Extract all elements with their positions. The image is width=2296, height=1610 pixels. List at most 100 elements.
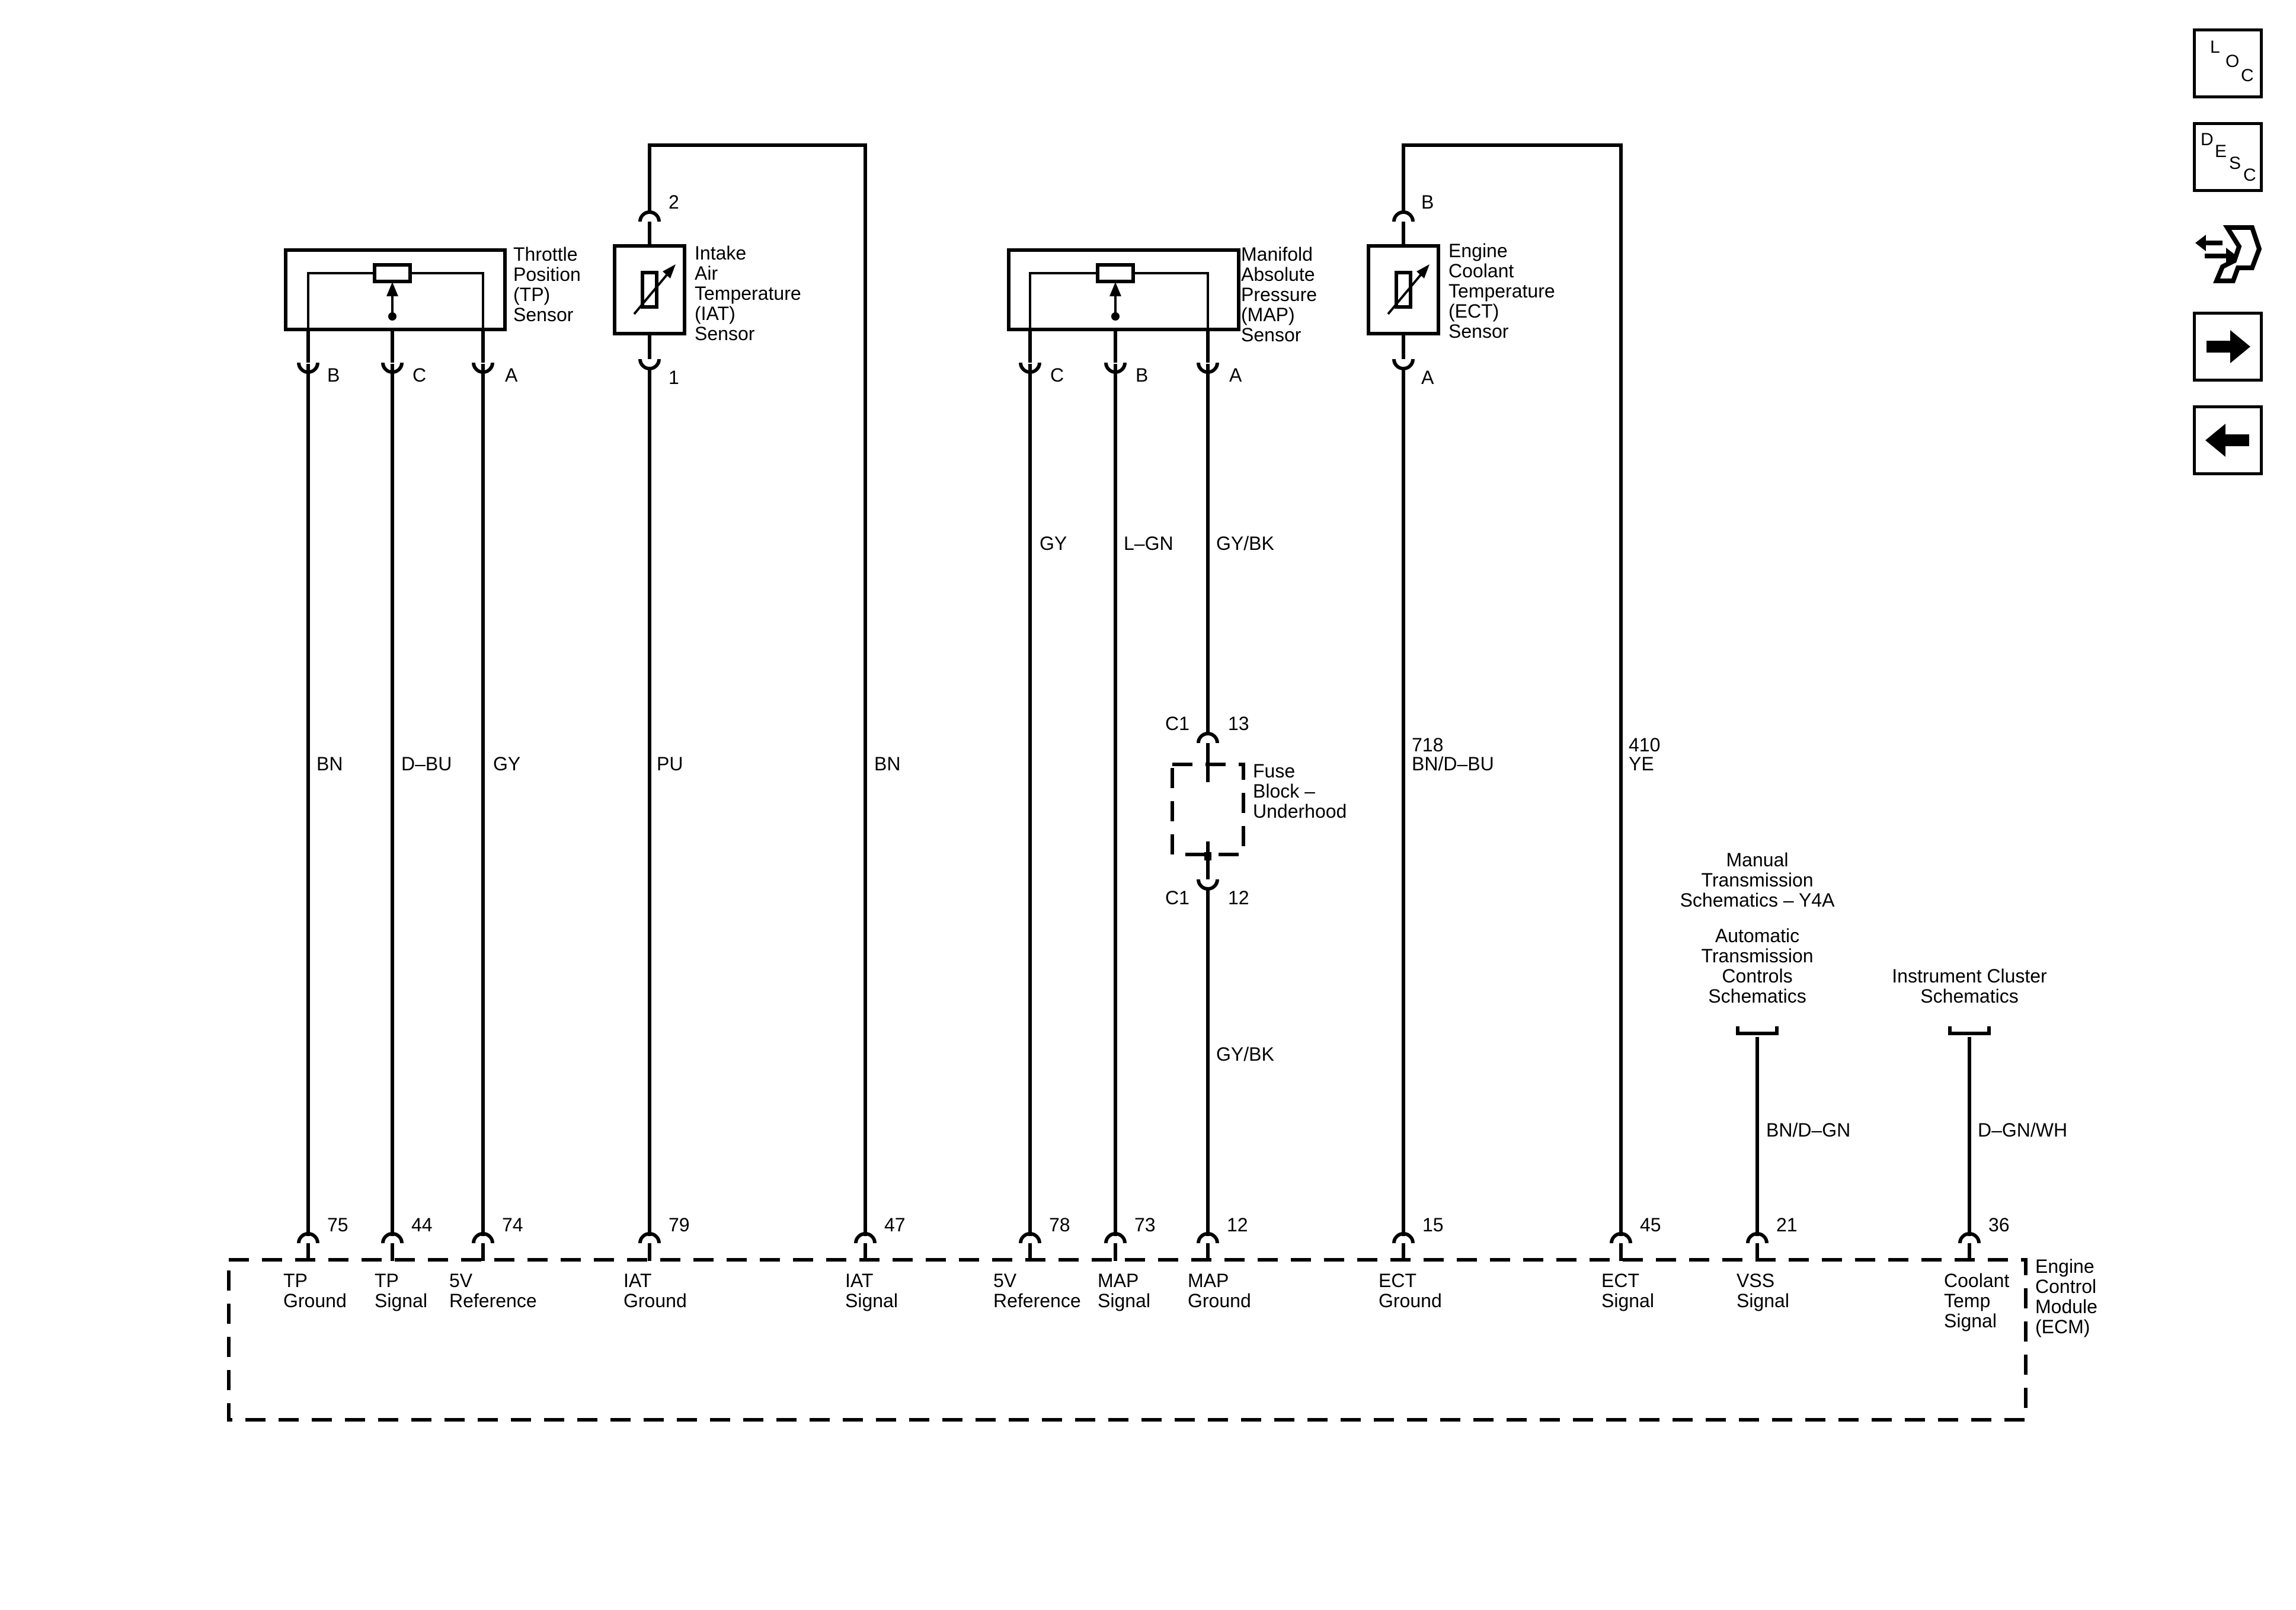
ref-instrument-1[interactable]: Instrument Cluster	[1892, 965, 2047, 987]
wire-circuit-ect-b: 410	[1629, 734, 1660, 756]
iat-pin-1: 1	[669, 367, 679, 388]
ecm-pin-number: 75	[327, 1214, 348, 1235]
map-potentiometer	[1096, 263, 1135, 283]
ecm-terminal-label: ECT	[1379, 1270, 1416, 1291]
ecm-label-4: (ECM)	[2035, 1316, 2090, 1337]
fuse-block-box	[1171, 763, 1245, 856]
iat-label-3: Temperature	[695, 283, 801, 304]
ecm-pin-number: 78	[1049, 1214, 1070, 1235]
ref-manual-2[interactable]: Transmission	[1701, 869, 1813, 891]
sensor-connectors	[297, 210, 1415, 374]
wire-label-map-b: L–GN	[1124, 533, 1173, 554]
ecm: Engine Control Module (ECM)	[227, 1256, 2097, 1422]
ecm-pin-number: 74	[502, 1214, 523, 1235]
ecm-terminal-cup	[854, 1232, 877, 1244]
wire-label-map-c: GY	[1040, 533, 1067, 554]
ref-auto-1[interactable]: Automatic	[1715, 925, 1799, 946]
ect-pin-a: A	[1421, 367, 1434, 388]
map-label-5: Sensor	[1241, 324, 1302, 345]
ref-instrument-bracket	[1948, 1026, 1991, 1035]
ecm-pin-number: 21	[1776, 1214, 1798, 1235]
back-button[interactable]	[2193, 405, 2263, 475]
ect-sensor: Engine Coolant Temperature (ECT) Sensor	[1367, 240, 1555, 342]
map-pin-a: A	[1229, 364, 1242, 386]
ecm-terminal-label: MAP	[1098, 1270, 1139, 1291]
ecm-pin-number: 36	[1988, 1214, 2010, 1235]
ect-label-4: (ECT)	[1448, 300, 1499, 322]
ref-manual-3[interactable]: Schematics – Y4A	[1680, 889, 1835, 911]
ecm-pin-number: 79	[669, 1214, 690, 1235]
ecm-terminal-cup	[638, 1232, 661, 1244]
map-sensor-box	[1007, 248, 1240, 331]
tp-label-2: Position	[513, 264, 581, 285]
loc-letter-l: L	[2210, 37, 2220, 57]
ecm-terminal-label: TP	[375, 1270, 399, 1291]
ecm-pin-number: 45	[1640, 1214, 1661, 1235]
fuse-block-underhood: C1 13 C1 12 Fuse Block – Underhood	[1165, 713, 1347, 908]
ecm-terminal-cup	[472, 1232, 494, 1244]
ref-auto-4[interactable]: Schematics	[1708, 985, 1806, 1007]
wire-label-tp-c: D–BU	[401, 753, 452, 774]
fuse-label-3: Underhood	[1253, 801, 1347, 822]
wire-label-map-a-lower: GY/BK	[1216, 1044, 1274, 1065]
ref-manual-1[interactable]: Manual	[1726, 849, 1789, 870]
fuse-connector-top: C1	[1165, 713, 1189, 734]
wire-label-tp-a: GY	[493, 753, 520, 774]
ecm-terminal-label: IAT	[845, 1270, 873, 1291]
ecm-label-3: Module	[2035, 1296, 2097, 1317]
ect-label-3: Temperature	[1448, 280, 1555, 302]
connector-tool-icon[interactable]	[2193, 219, 2263, 289]
arrow-right-icon	[2207, 330, 2250, 363]
ecm-terminal-label: TP	[283, 1270, 308, 1291]
ref-auto-3[interactable]: Controls	[1722, 965, 1792, 987]
ecm-terminal-label: Ground	[283, 1290, 347, 1311]
tp-pin-c: C	[412, 364, 426, 386]
ect-sensor-box	[1367, 244, 1440, 335]
ecm-terminal-label: Reference	[449, 1290, 537, 1311]
iat-sensor-box	[613, 244, 686, 335]
ref-auto-2[interactable]: Transmission	[1701, 945, 1813, 966]
ecm-terminal-cup	[1610, 1232, 1632, 1244]
loc-button[interactable]: L O C	[2193, 28, 2263, 98]
arrow-left-icon	[2205, 424, 2249, 457]
ecm-label-1: Engine	[2035, 1256, 2094, 1277]
tp-potentiometer	[373, 263, 412, 283]
ect-thermistor	[1395, 271, 1412, 309]
desc-letter-e: E	[2215, 142, 2227, 161]
iat-label-2: Air	[695, 263, 718, 284]
map-label-1: Manifold	[1241, 244, 1313, 265]
tp-pin-a: A	[505, 364, 518, 386]
ecm-label-2: Control	[2035, 1276, 2096, 1297]
iat-thermistor	[641, 271, 658, 309]
forward-button[interactable]	[2193, 312, 2263, 382]
ecm-terminal-cup	[1019, 1232, 1041, 1244]
map-pin-c: C	[1050, 364, 1064, 386]
iat-sensor: Intake Air Temperature (IAT) Sensor	[613, 242, 801, 344]
ecm-terminal-label: Signal	[1098, 1290, 1150, 1311]
ecm-terminal-label: Signal	[1601, 1290, 1654, 1311]
ecm-terminal-label: Signal	[1944, 1310, 1997, 1331]
desc-button[interactable]: D E S C	[2193, 122, 2263, 192]
wire-label-tp-b: BN	[316, 753, 343, 774]
loc-letter-c: C	[2241, 66, 2254, 85]
wire-label-iat-1: PU	[657, 753, 683, 774]
ecm-pin-number: 12	[1227, 1214, 1248, 1235]
ecm-terminal-label: Ground	[623, 1290, 687, 1311]
tp-label-1: Throttle	[513, 244, 577, 265]
ecm-pin-number: 44	[411, 1214, 433, 1235]
ref-instrument-2[interactable]: Schematics	[1920, 985, 2018, 1007]
ect-label-1: Engine	[1448, 240, 1508, 261]
wire-color-labels: BN D–BU GY PU BN GY L–GN GY/BK GY/BK 718…	[316, 533, 2067, 1141]
sensor-pin-labels: B C A 2 1 C B A B A	[327, 191, 1434, 388]
ecm-terminal-label: Signal	[375, 1290, 427, 1311]
iat-label-4: (IAT)	[695, 303, 736, 324]
wire-label-map-a: GY/BK	[1216, 533, 1274, 554]
fuse-pin-top: 13	[1228, 713, 1249, 734]
ecm-box	[227, 1258, 2028, 1422]
tp-pin-b: B	[327, 364, 340, 386]
desc-letter-s: S	[2229, 153, 2241, 173]
ecm-terminal-cup	[381, 1232, 404, 1244]
ecm-pin-number: 47	[884, 1214, 906, 1235]
tp-label-4: Sensor	[513, 304, 574, 325]
ecm-terminal-cup	[1197, 1232, 1219, 1244]
